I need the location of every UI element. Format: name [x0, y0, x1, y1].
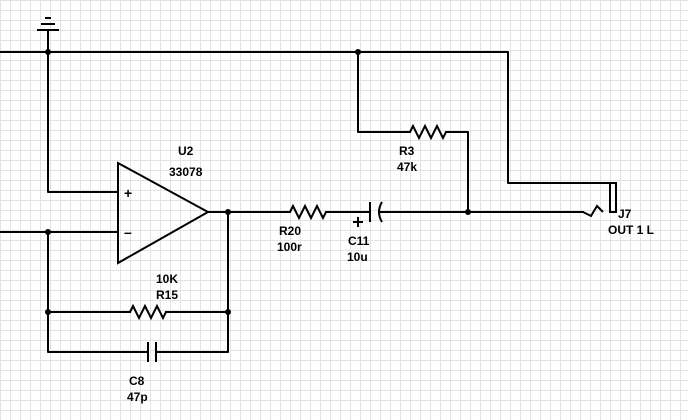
r15-ref-label: R15: [156, 288, 178, 302]
u2-ref-label: U2: [178, 144, 194, 158]
r15-resistor: [47, 303, 229, 321]
r3-resistor: [357, 51, 469, 213]
output-path: [207, 203, 371, 221]
r15-value-label: 10K: [156, 272, 178, 286]
r3-value-label: 47k: [397, 160, 417, 174]
c11-value-label: 10u: [347, 250, 368, 264]
r20-ref-label: R20: [279, 224, 301, 238]
junction-dots: [45, 49, 471, 315]
j7-ref-label: J7: [618, 207, 632, 221]
opamp-u2: [117, 161, 211, 265]
j7-jack: [582, 182, 617, 218]
plus-input-wire: [47, 51, 119, 193]
feedback-left-wire: [47, 231, 149, 353]
c8-value-label: 47p: [127, 390, 148, 404]
opamp-plus-sign: +: [124, 185, 132, 201]
c8-ref-label: C8: [129, 374, 145, 388]
ground-symbol: [37, 17, 59, 31]
c11-capacitor: [353, 201, 383, 227]
u2-value-label: 33078: [169, 165, 203, 179]
r20-value-label: 100r: [277, 240, 302, 254]
c8-right-wire: [155, 211, 229, 353]
c11-ref-label: C11: [348, 234, 370, 248]
j7-value-label: OUT 1 L: [608, 223, 654, 237]
ground-rail-wire: [0, 51, 613, 184]
c8-capacitor: [147, 342, 157, 362]
opamp-minus-sign: –: [124, 224, 132, 240]
r3-ref-label: R3: [399, 144, 415, 158]
